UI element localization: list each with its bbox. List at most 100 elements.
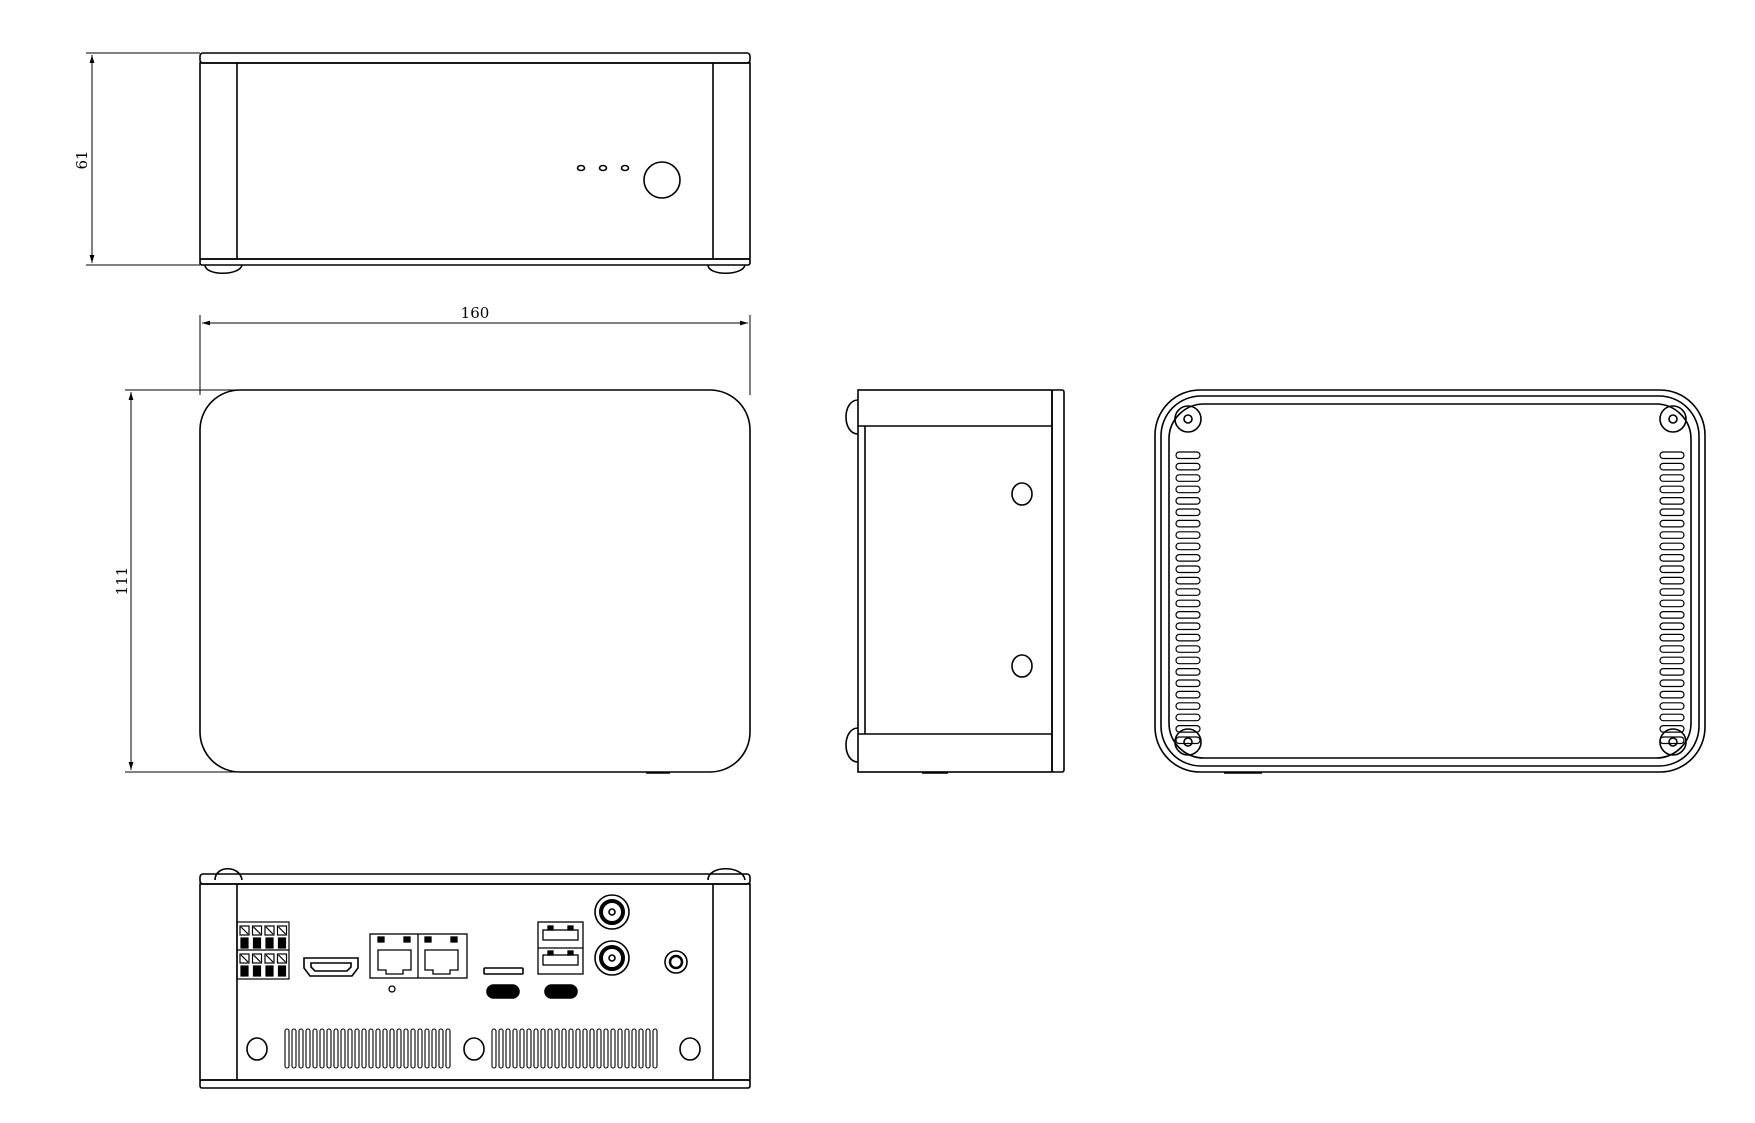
vent-slot: [424, 1028, 430, 1069]
vent-fin: [1659, 565, 1685, 574]
vent-slot: [554, 1028, 560, 1069]
vent-fin: [1659, 633, 1685, 642]
vent-fins-right: [1659, 451, 1685, 745]
vent-slot: [396, 1028, 402, 1069]
vent-fin: [1659, 656, 1685, 665]
vent-slot: [561, 1028, 567, 1069]
vent-fin: [1659, 690, 1685, 699]
vent-slot: [319, 1028, 325, 1069]
terminal-pin: [276, 925, 288, 936]
vent-fin: [1659, 736, 1685, 745]
vent-slot: [368, 1028, 374, 1069]
vent-slot: [582, 1028, 588, 1069]
led-indicators: [576, 164, 630, 172]
vent-fin: [1659, 622, 1685, 631]
vent-fin: [1175, 462, 1201, 471]
terminal-pin: [264, 925, 275, 936]
terminal-pin: [264, 953, 275, 964]
vent-slot: [403, 1028, 409, 1069]
terminal-screw: [277, 965, 287, 977]
vent-fin: [1175, 633, 1201, 642]
vent-fin: [1175, 565, 1201, 574]
vent-fin: [1175, 588, 1201, 596]
vent-slot: [431, 1028, 437, 1069]
hdmi-port: [303, 957, 359, 977]
vent-fin: [1659, 462, 1685, 471]
vent-fin: [1659, 508, 1685, 517]
vent-fin: [1175, 667, 1201, 676]
vent-fin: [1659, 497, 1685, 505]
vent-fin: [1659, 599, 1685, 608]
vent-slot: [652, 1028, 658, 1069]
terminal-screw: [252, 965, 262, 977]
terminal-screw: [265, 965, 274, 977]
sd-card-slot: [483, 967, 524, 975]
vent-fin: [1175, 576, 1201, 585]
rubber-feet: [1174, 405, 1687, 756]
depth-label: 111: [113, 567, 131, 596]
terminal-screw: [240, 965, 249, 977]
vent-fin: [1175, 451, 1201, 460]
vent-slot: [575, 1028, 581, 1069]
terminal-screw: [252, 937, 262, 949]
vent-fin: [1175, 656, 1201, 665]
depth-dimension: [125, 389, 240, 773]
vent-fin: [1175, 497, 1201, 505]
vent-fin: [1175, 690, 1201, 699]
vent-fin: [1659, 588, 1685, 596]
vent-slot: [624, 1028, 630, 1069]
terminal-pin: [239, 953, 250, 964]
vent-slot: [638, 1028, 644, 1069]
vent-slot: [533, 1028, 539, 1069]
vent-fin: [1659, 531, 1685, 539]
vent-fin: [1659, 679, 1685, 688]
vent-slot: [512, 1028, 518, 1069]
vent-fin: [1175, 508, 1201, 517]
height-label: 61: [73, 150, 91, 169]
vent-fin: [1175, 599, 1201, 608]
vent-fin: [1175, 736, 1201, 745]
vent-slot: [547, 1028, 553, 1069]
vent-slot: [417, 1028, 423, 1069]
vent-fin: [1659, 702, 1685, 710]
vent-fin: [1175, 531, 1201, 539]
vent-slot: [410, 1028, 416, 1069]
vent-fin: [1659, 474, 1685, 482]
lan-ports: [369, 933, 468, 993]
vent-slot: [291, 1028, 297, 1069]
vent-slot: [298, 1028, 304, 1069]
vent-fin: [1659, 713, 1685, 722]
vent-slot: [445, 1028, 451, 1069]
vent-fin: [1175, 542, 1201, 551]
terminal-screw: [240, 937, 249, 949]
dc-power-jack: [664, 950, 688, 974]
vent-fin: [1659, 667, 1685, 676]
vent-fin: [1659, 724, 1685, 733]
vent-fin: [1175, 553, 1201, 562]
vent-slot: [389, 1028, 395, 1069]
vent-fin: [1175, 713, 1201, 722]
vent-slot: [347, 1028, 353, 1069]
vent-slot: [326, 1028, 332, 1069]
vent-slot: [540, 1028, 546, 1069]
top-view: [199, 389, 751, 774]
width-label: 160: [461, 304, 490, 322]
terminal-screw: [265, 937, 274, 949]
vent-fin: [1659, 553, 1685, 562]
vent-fins-left: [1175, 451, 1201, 745]
vent-fin: [1175, 519, 1201, 528]
vent-slot: [375, 1028, 381, 1069]
vent-fin: [1659, 485, 1685, 494]
vent-fin: [1175, 485, 1201, 494]
front-view: [199, 52, 751, 275]
vent-slot: [526, 1028, 532, 1069]
vent-fin: [1659, 451, 1685, 460]
vent-slot: [498, 1028, 504, 1069]
vent-slot: [617, 1028, 623, 1069]
vent-fin: [1175, 610, 1201, 619]
vent-slot: [438, 1028, 444, 1069]
vent-fin: [1175, 724, 1201, 733]
vent-fin: [1175, 622, 1201, 631]
usb-a-ports: [537, 921, 584, 975]
